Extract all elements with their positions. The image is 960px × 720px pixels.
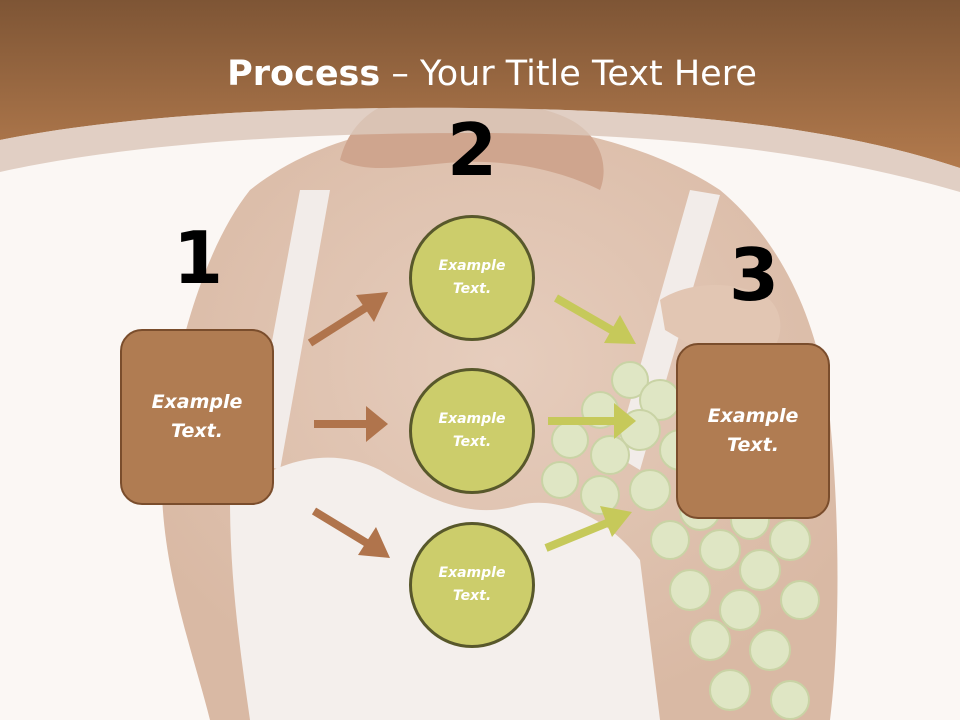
arrow-from-circle-1 <box>554 294 636 344</box>
title-bold: Process <box>227 54 381 94</box>
right-step-box[interactable]: Example Text. <box>676 343 830 519</box>
step-circle-3-label: Example Text. <box>438 565 506 604</box>
left-step-box-label: Example Text. <box>151 391 243 442</box>
arrow-to-circle-3 <box>311 507 390 558</box>
arrow-from-circle-2 <box>548 403 636 439</box>
step-circle-3[interactable]: Example Text. <box>409 522 535 648</box>
right-step-box-label: Example Text. <box>707 405 799 456</box>
arrow-to-circle-2 <box>314 406 388 442</box>
step-circle-1-label: Example Text. <box>438 258 506 297</box>
step-circle-1[interactable]: Example Text. <box>409 215 535 341</box>
step-number-2: 2 <box>446 108 498 192</box>
step-circle-2[interactable]: Example Text. <box>409 368 535 494</box>
left-step-box[interactable]: Example Text. <box>120 329 274 505</box>
step-number-1: 1 <box>172 216 224 300</box>
step-number-3: 3 <box>728 233 780 317</box>
arrow-to-circle-1 <box>307 292 388 347</box>
step-circle-2-label: Example Text. <box>438 411 506 450</box>
title-rest: – Your Title Text Here <box>380 54 757 94</box>
page-title: Process – Your Title Text Here <box>0 52 960 96</box>
arrow-from-circle-3 <box>544 506 632 552</box>
header-banner <box>0 0 960 192</box>
